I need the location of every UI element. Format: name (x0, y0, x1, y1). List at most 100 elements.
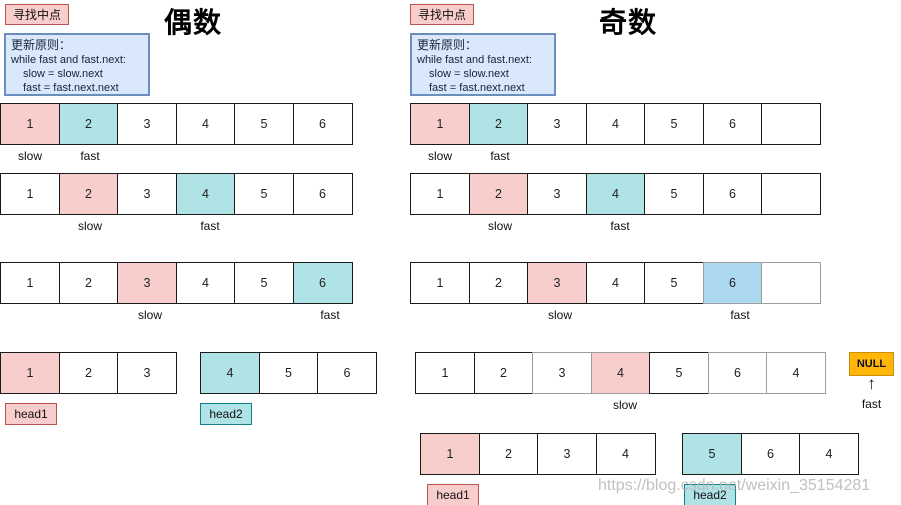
list-cell: 6 (317, 352, 377, 394)
update-rule-box-right: 更新原则： while fast and fast.next: slow = s… (410, 33, 556, 96)
list-cell: 6 (292, 262, 353, 304)
list-cell: 2 (58, 103, 119, 145)
list-cell: 3 (117, 352, 177, 394)
list-cell: 6 (702, 173, 763, 215)
head2-label-left: head2 (200, 403, 252, 425)
pointer-label-fast: fast (490, 149, 510, 163)
find-midpoint-tag-left: 寻找中点 (5, 4, 70, 25)
rule-line: slow = slow.next (23, 68, 103, 80)
list-cell: 2 (58, 352, 119, 394)
list-cell: 3 (532, 352, 592, 394)
rule-line: fast = fast.next.next (429, 82, 525, 94)
pointer-label-slow: slow (427, 149, 452, 163)
null-node: NULL (849, 352, 894, 376)
rule-line: while fast and fast.next: (11, 54, 126, 66)
list-cell (761, 262, 821, 304)
list-cell (761, 173, 821, 215)
list-cell: 3 (117, 262, 177, 304)
list-cell: 4 (595, 433, 656, 475)
list-cell: 6 (292, 103, 353, 145)
list-cell: 5 (234, 262, 294, 304)
even-title: 偶数 (163, 7, 222, 38)
up-arrow-icon: ↑ (867, 374, 876, 393)
list-cell: 4 (585, 262, 646, 304)
list-cell: 6 (707, 352, 768, 394)
pointer-label-fast: fast (861, 397, 882, 411)
pointer-label-fast: fast (80, 149, 100, 163)
list-cell: 3 (527, 262, 587, 304)
list-cell: 5 (234, 173, 294, 215)
list-cell: 3 (117, 103, 177, 145)
update-rule-box-left: 更新原则： while fast and fast.next: slow = s… (4, 33, 150, 96)
rule-heading: 更新原则： (417, 38, 478, 52)
watermark: https://blog.csdn.net/weixin_35154281 (598, 477, 871, 494)
list-cell: 6 (702, 103, 763, 145)
pointer-label-fast: fast (730, 308, 750, 322)
list-cell: 2 (478, 433, 539, 475)
list-cell: 1 (410, 103, 470, 145)
list-cell: 3 (527, 173, 587, 215)
list-cell: 5 (682, 433, 742, 475)
pointer-label-slow: slow (77, 219, 102, 233)
list-cell: 2 (58, 173, 119, 215)
rule-line: while fast and fast.next: (417, 54, 532, 66)
list-cell: 4 (175, 103, 236, 145)
list-cell: 6 (702, 262, 763, 304)
list-cell: 5 (644, 173, 704, 215)
list-cell: 5 (649, 352, 709, 394)
list-cell: 1 (0, 173, 60, 215)
pointer-label-slow: slow (137, 308, 162, 322)
list-cell: 2 (468, 103, 529, 145)
pointer-label-slow: slow (17, 149, 42, 163)
odd-title: 奇数 (598, 7, 657, 38)
list-cell: 4 (799, 433, 859, 475)
list-cell: 2 (468, 173, 529, 215)
list-cell: 3 (527, 103, 587, 145)
head2-label-right: head2 (684, 484, 736, 505)
pointer-label-slow: slow (487, 219, 512, 233)
list-cell: 5 (644, 262, 704, 304)
rule-heading: 更新原则： (11, 38, 72, 52)
rule-line: fast = fast.next.next (23, 82, 119, 94)
list-cell: 4 (590, 352, 651, 394)
head1-label-right: head1 (427, 484, 479, 505)
pointer-label-slow: slow (612, 398, 637, 412)
list-cell: 4 (585, 173, 646, 215)
list-cell: 1 (410, 262, 470, 304)
list-cell: 2 (468, 262, 529, 304)
find-midpoint-tag-right: 寻找中点 (410, 4, 475, 25)
list-cell: 1 (0, 103, 60, 145)
head1-label-left: head1 (5, 403, 57, 425)
list-cell: 4 (175, 173, 236, 215)
rule-line: slow = slow.next (429, 68, 509, 80)
list-cell: 5 (234, 103, 294, 145)
list-cell: 1 (0, 262, 60, 304)
list-cell (761, 103, 821, 145)
list-cell: 5 (258, 352, 319, 394)
pointer-label-slow: slow (547, 308, 572, 322)
list-cell: 4 (585, 103, 646, 145)
list-cell: 3 (537, 433, 597, 475)
list-cell: 1 (410, 173, 470, 215)
list-cell: 4 (175, 262, 236, 304)
list-cell: 5 (644, 103, 704, 145)
list-cell: 6 (292, 173, 353, 215)
list-cell: 1 (0, 352, 60, 394)
list-cell: 6 (740, 433, 801, 475)
pointer-label-fast: fast (320, 308, 340, 322)
list-cell: 4 (766, 352, 826, 394)
list-cell: 1 (420, 433, 480, 475)
list-cell: 2 (58, 262, 119, 304)
